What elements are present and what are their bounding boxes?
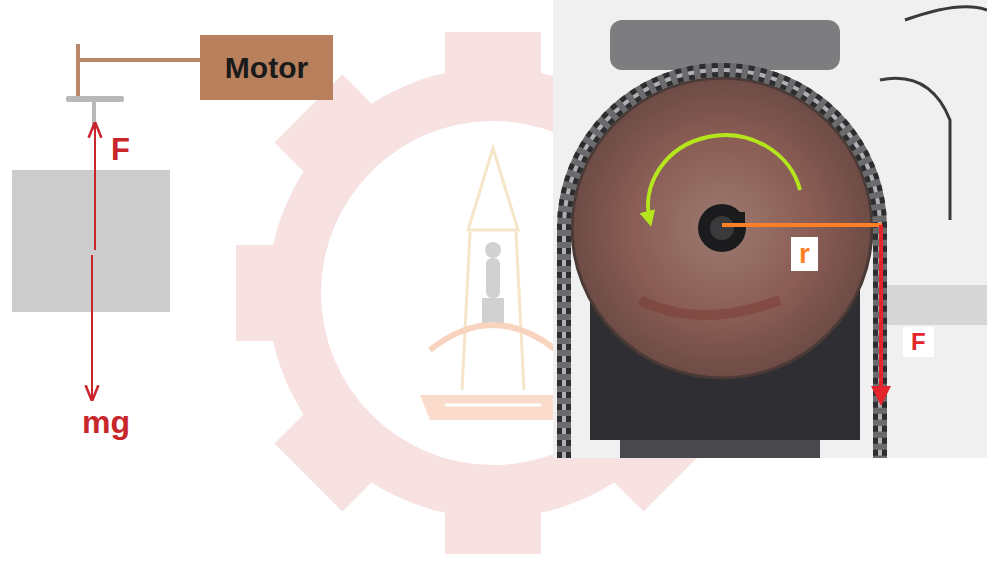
radius-label: r — [791, 237, 818, 271]
motor-box: Motor — [200, 35, 333, 100]
weight-arrow — [91, 255, 93, 398]
force-label: F — [111, 134, 130, 165]
rotation-arrow — [648, 135, 800, 222]
force-arrow — [94, 125, 96, 250]
force-label: F — [903, 327, 934, 357]
logo-watermark — [420, 148, 566, 420]
radius-line — [722, 223, 882, 227]
weight-label: mg — [82, 406, 130, 438]
force-arrow — [879, 225, 883, 402]
motor-label: Motor — [225, 51, 308, 85]
sprocket-photo — [553, 0, 987, 458]
motor-schematic — [12, 44, 200, 398]
